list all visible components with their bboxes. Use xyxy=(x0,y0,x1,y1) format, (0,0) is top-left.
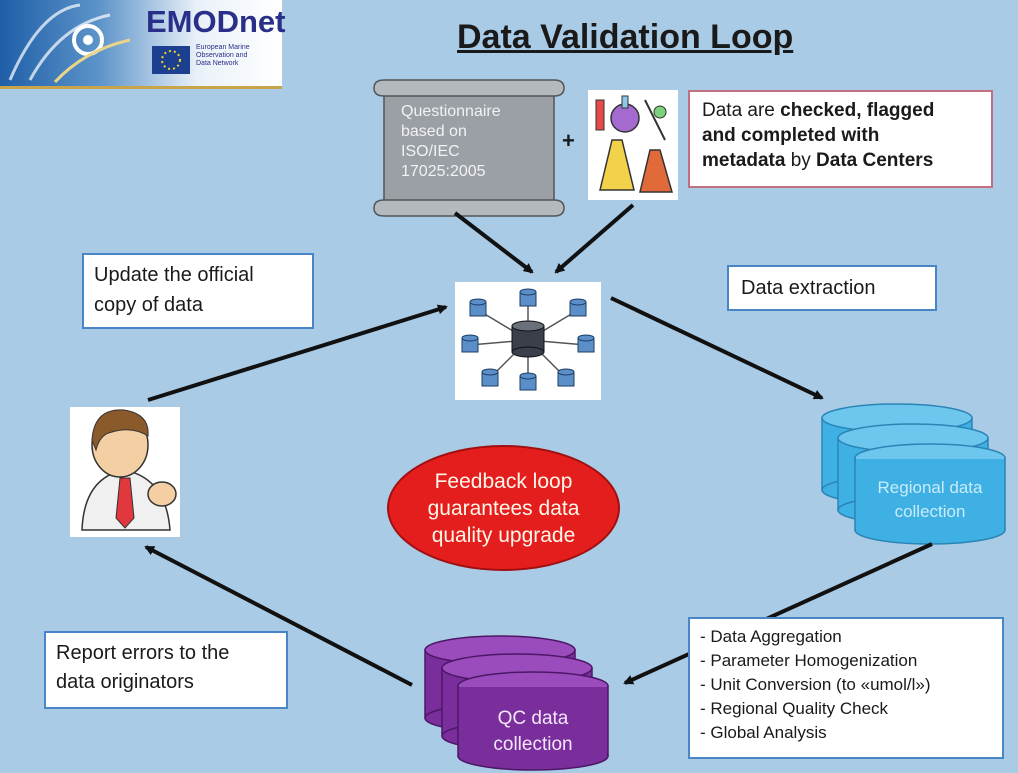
data-checked-note: Data are checked, flagged and completed … xyxy=(688,90,993,188)
step-item: - Unit Conversion (to «umol/l») xyxy=(700,675,931,694)
qc-data-cylinders xyxy=(424,635,609,771)
questionnaire-label: Questionnaire based on ISO/IEC 17025:200… xyxy=(401,103,501,180)
globe-arcs-icon xyxy=(8,3,131,84)
emodnet-logo: EMODnet European Marine Observation and … xyxy=(0,0,286,89)
database-network-icon xyxy=(455,282,601,400)
processing-steps-list: - Data Aggregation - Parameter Homogeniz… xyxy=(688,617,1004,759)
eu-flag-icon xyxy=(152,46,190,74)
questionnaire-scroll xyxy=(373,79,565,217)
qc-data-label: QC data collection xyxy=(493,708,573,755)
arrow-person-to-hub xyxy=(147,304,448,402)
plus-sign: + xyxy=(562,128,575,153)
step-item: - Global Analysis xyxy=(700,723,827,742)
logo-wordmark: EMODnet xyxy=(146,4,286,39)
arrow-regional-to-qc xyxy=(623,542,933,685)
regional-data-cylinders xyxy=(821,403,1006,545)
feedback-loop-ellipse: Feedback loop guarantees data quality up… xyxy=(387,445,620,571)
arrow-hub-to-regional xyxy=(610,296,824,400)
arrow-lab-to-hub xyxy=(554,203,635,274)
step-item: - Regional Quality Check xyxy=(700,699,889,718)
arrow-questionnaire-to-hub xyxy=(453,211,534,274)
lab-flasks-icon xyxy=(588,90,678,200)
arrow-qc-to-person xyxy=(144,545,413,687)
data-extraction-box: Data extraction xyxy=(727,265,937,311)
step-item: - Parameter Homogenization xyxy=(700,651,918,670)
regional-data-label: Regional data collection xyxy=(877,478,983,521)
logo-subtitle: European Marine Observation and Data Net… xyxy=(196,44,250,67)
report-errors-box: Report errors to the data originators xyxy=(44,631,288,709)
step-item: - Data Aggregation xyxy=(700,627,842,646)
update-official-copy-box: Update the official copy of data xyxy=(82,253,314,329)
person-icon xyxy=(70,407,180,537)
diagram-title: Data Validation Loop xyxy=(457,18,794,56)
